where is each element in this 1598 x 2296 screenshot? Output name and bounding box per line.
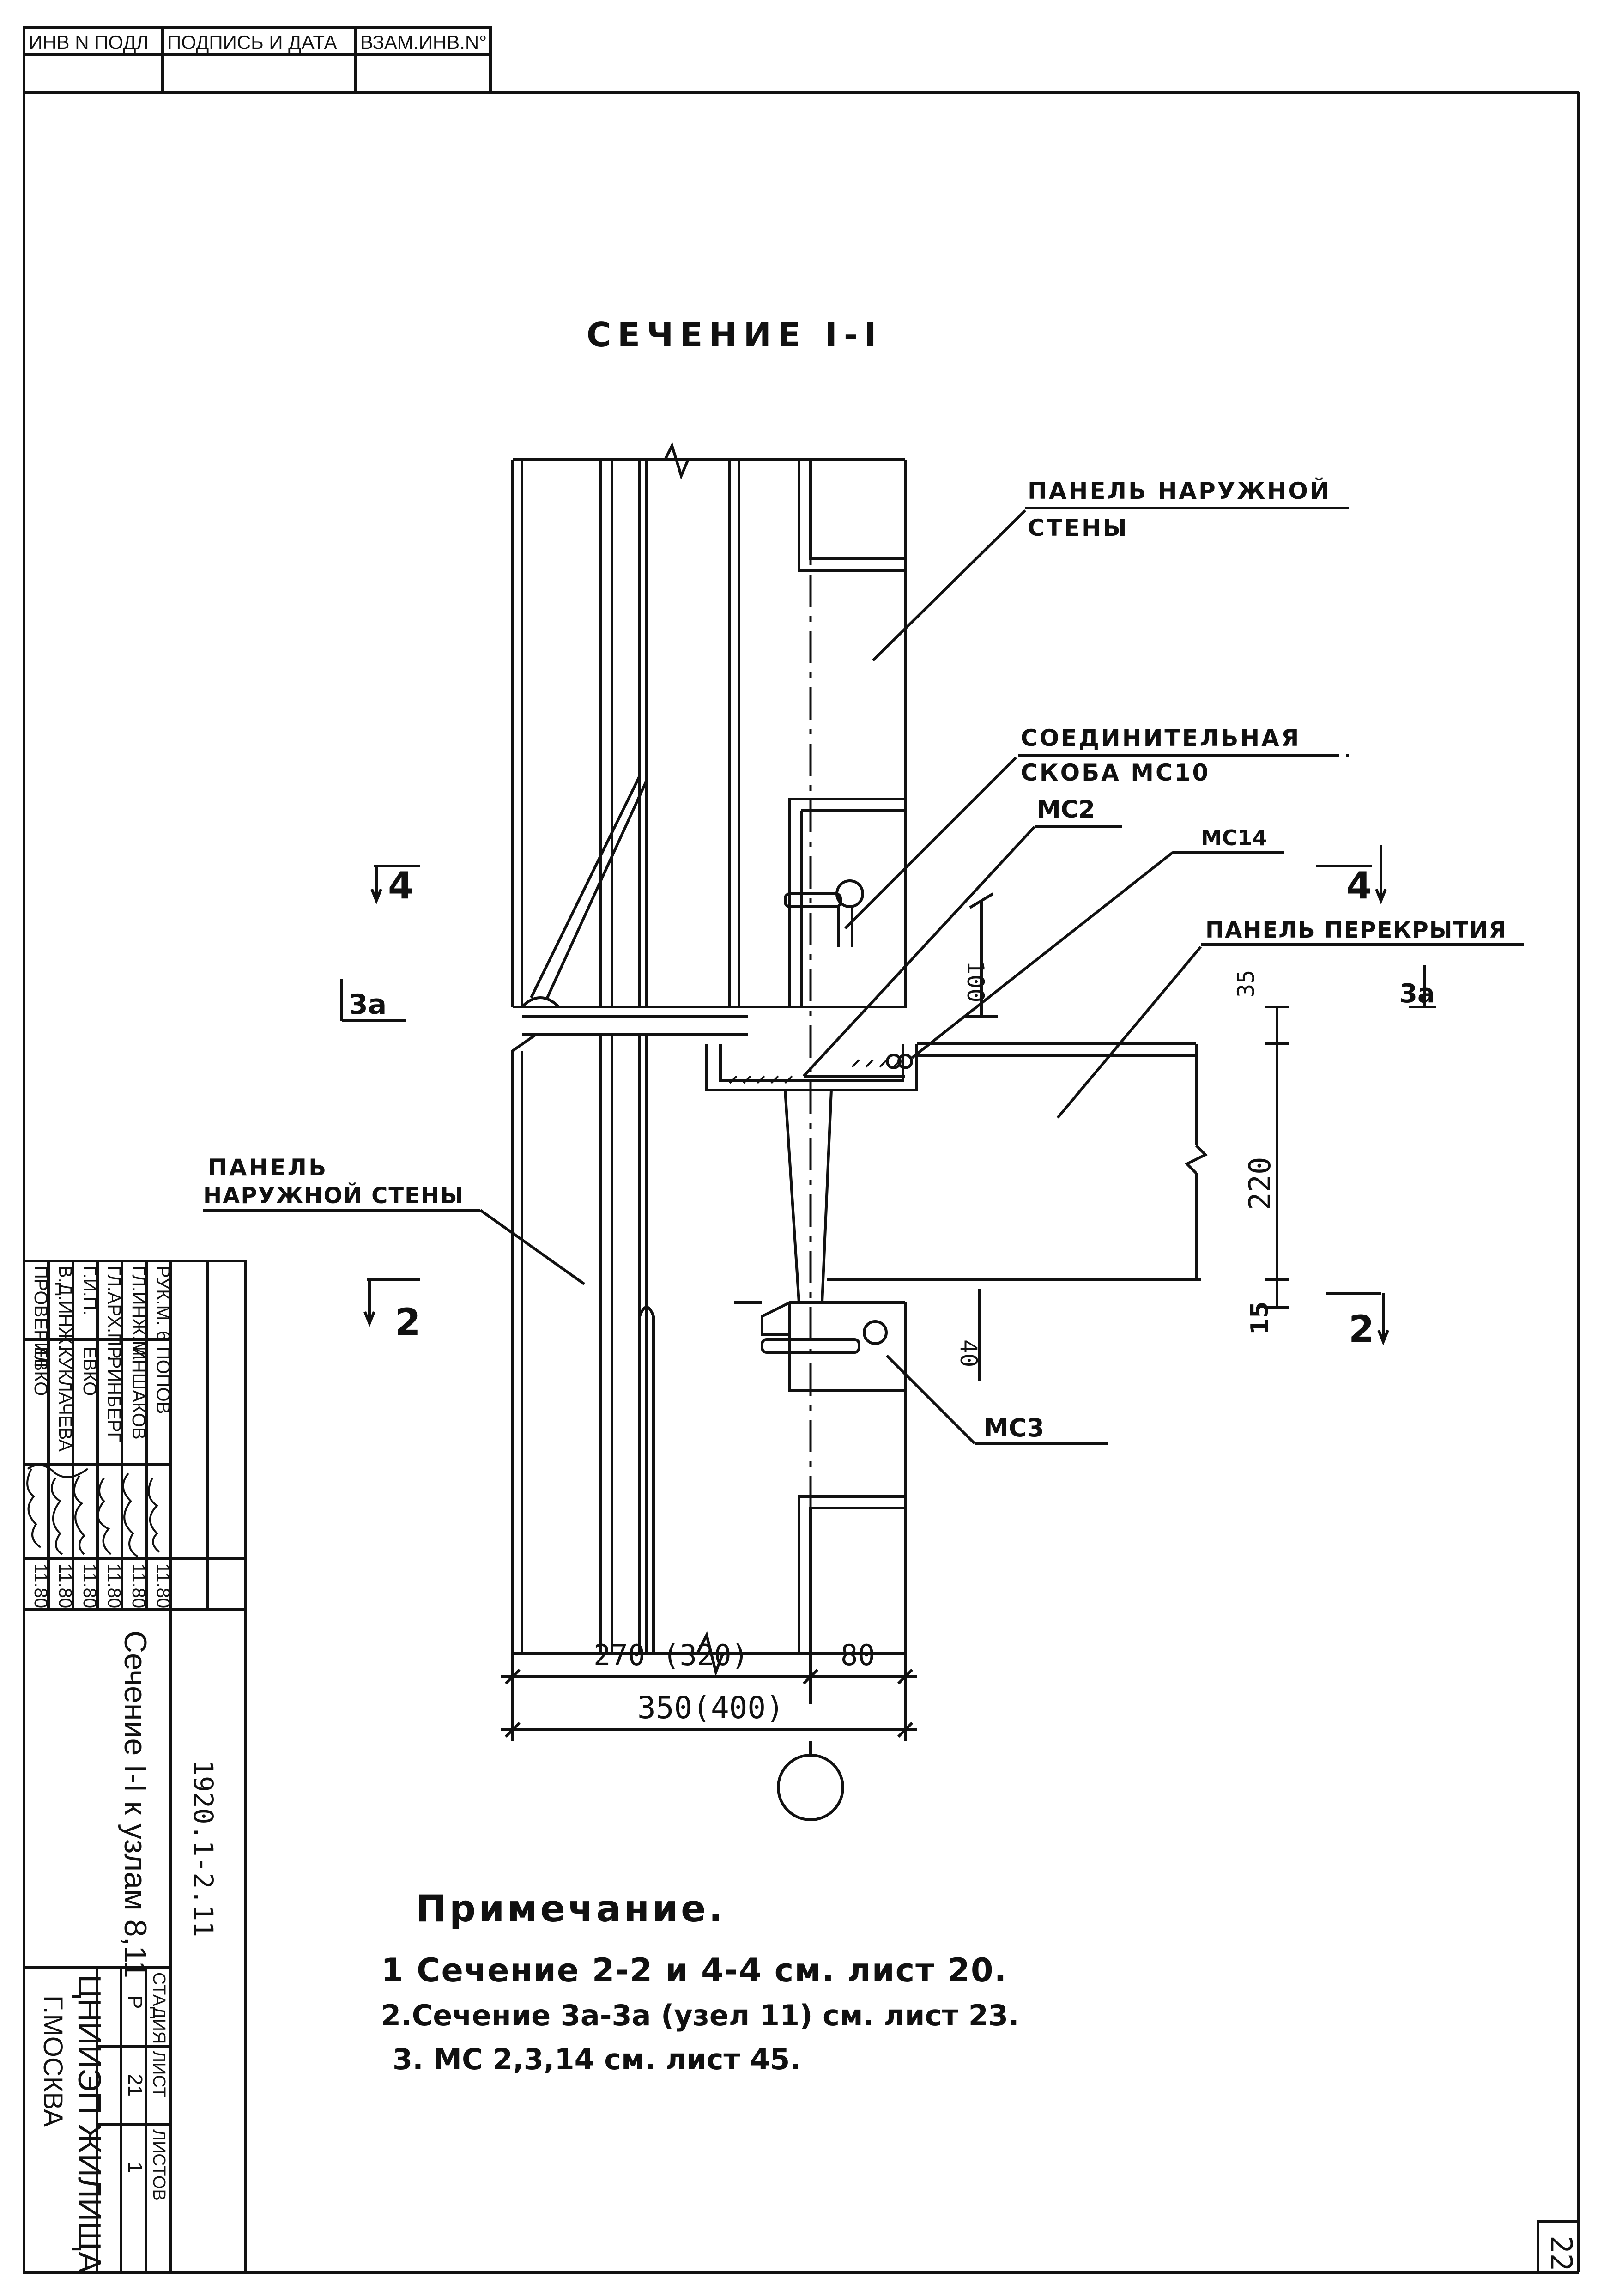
tb-role-2: ГЛ.ИНЖ.М. [128,1266,149,1361]
label-panel-outer-wall-left-1: ПАНЕЛЬ [208,1154,328,1181]
sheet-frame [23,91,1580,2274]
tb-sheet-label: ЛИСТ [149,2051,169,2098]
tb-role-5: В.Д.ИНЖ. [55,1266,75,1350]
tb-sheets-label: ЛИСТОВ [149,2129,169,2201]
section-mark-2-left: 2 [395,1301,421,1344]
tb-name-4: ЕВКО [79,1346,100,1396]
tb-stage-label: СТАДИЯ [149,1972,169,2044]
tb-role-4: Г.И.П. [79,1266,100,1315]
section-mark-3a-right: 3а [1399,979,1435,1009]
tb-date-2: 11.80 [128,1563,149,1608]
label-mc14: МС14 [1201,825,1267,850]
tb-name-2: ИНШАКОВ [128,1346,149,1440]
label-mc3: МС3 [984,1413,1044,1442]
label-panel-floor: ПАНЕЛЬ ПЕРЕКРЫТИЯ [1205,917,1507,943]
notes-heading: Примечание. [416,1887,726,1930]
title-block [23,1260,247,2274]
tb-stage-value: Р [124,1995,146,2009]
tb-name-6: ЕВКО [30,1346,51,1396]
tb-role-1: РУК.М. 6 [153,1266,173,1341]
tb-sheets-value: 1 [124,2162,146,2173]
dim-35: 35 [1233,970,1259,998]
tb-date-6: 11.80 [30,1563,51,1608]
section-mark-3a-left: 3а [349,988,387,1021]
note-2: 2.Сечение 3а-3а (узел 11) см. лист 23. [381,1999,1019,2032]
tb-name-3: ГРИНБЕРГ [104,1346,124,1442]
label-mc2: МС2 [1037,796,1095,824]
tb-role-3: ГЛ.АРХ.ПР. [104,1266,124,1360]
stamp-inv-podl: ИНВ N ПОДЛ [29,31,149,53]
title-block-people: РУК.М. 6 ГЛ.ИНЖ.М. ГЛ.АРХ.ПР. Г.И.П. В.Д… [30,1266,173,1608]
label-bracket-2: СКОБА МС10 [1021,759,1210,786]
tb-date-4: 11.80 [79,1563,100,1608]
note-1: 1 Сечение 2-2 и 4-4 см. лист 20. [381,1951,1007,1989]
tb-date-3: 11.80 [104,1563,124,1608]
dim-220: 220 [1243,1157,1277,1210]
page-number: 22 [1544,2235,1578,2271]
stamp-vzam-inv: ВЗАМ.ИНВ.N° [360,31,487,53]
section-mark-4-left: 4 [388,864,414,907]
stamp-podpis-data: ПОДПИСЬ И ДАТА [167,31,337,53]
tb-sheet-title: Сечение I-I к узлам 8,11 [118,1630,153,1978]
tb-name-5: КУКЛАЧЕВА [55,1346,75,1452]
section-mark-2-right: 2 [1349,1308,1374,1351]
tb-role-6: ПРОВЕРИЛ [30,1266,51,1368]
tb-name-1: ПОПОВ [153,1346,173,1414]
label-bracket-1: СОЕДИНИТЕЛЬНАЯ [1021,725,1301,751]
dim-270: 270 (320) [593,1638,749,1672]
label-panel-outer-wall-top-2: СТЕНЫ [1028,515,1129,541]
tb-date-5: 11.80 [55,1563,75,1608]
dim-100: 100 [962,961,989,1002]
section-mark-4-right: 4 [1346,864,1372,907]
section-drawing [203,442,1524,1821]
tb-org-name: ЦНИИЭП ЖИЛИЩА [72,1975,108,2273]
dim-15: 15 [1246,1302,1274,1335]
section-title: СЕЧЕНИЕ I-I [587,315,883,354]
tb-org-city: Г.МОСКВА [38,1995,68,2127]
dim-40: 40 [955,1339,982,1367]
tb-project-code: 1920.1-2.11 [188,1760,219,1937]
dim-350: 350(400) [637,1690,784,1726]
label-panel-outer-wall-left-2: НАРУЖНОЙ СТЕНЫ [203,1182,464,1209]
note-3: 3. МС 2,3,14 см. лист 45. [393,2042,801,2076]
dim-80: 80 [841,1638,875,1672]
signatures [26,1464,160,1557]
tb-sheet-value: 21 [124,2074,146,2096]
label-panel-outer-wall-top-1: ПАНЕЛЬ НАРУЖНОЙ [1028,477,1331,504]
tb-date-1: 11.80 [153,1563,173,1608]
